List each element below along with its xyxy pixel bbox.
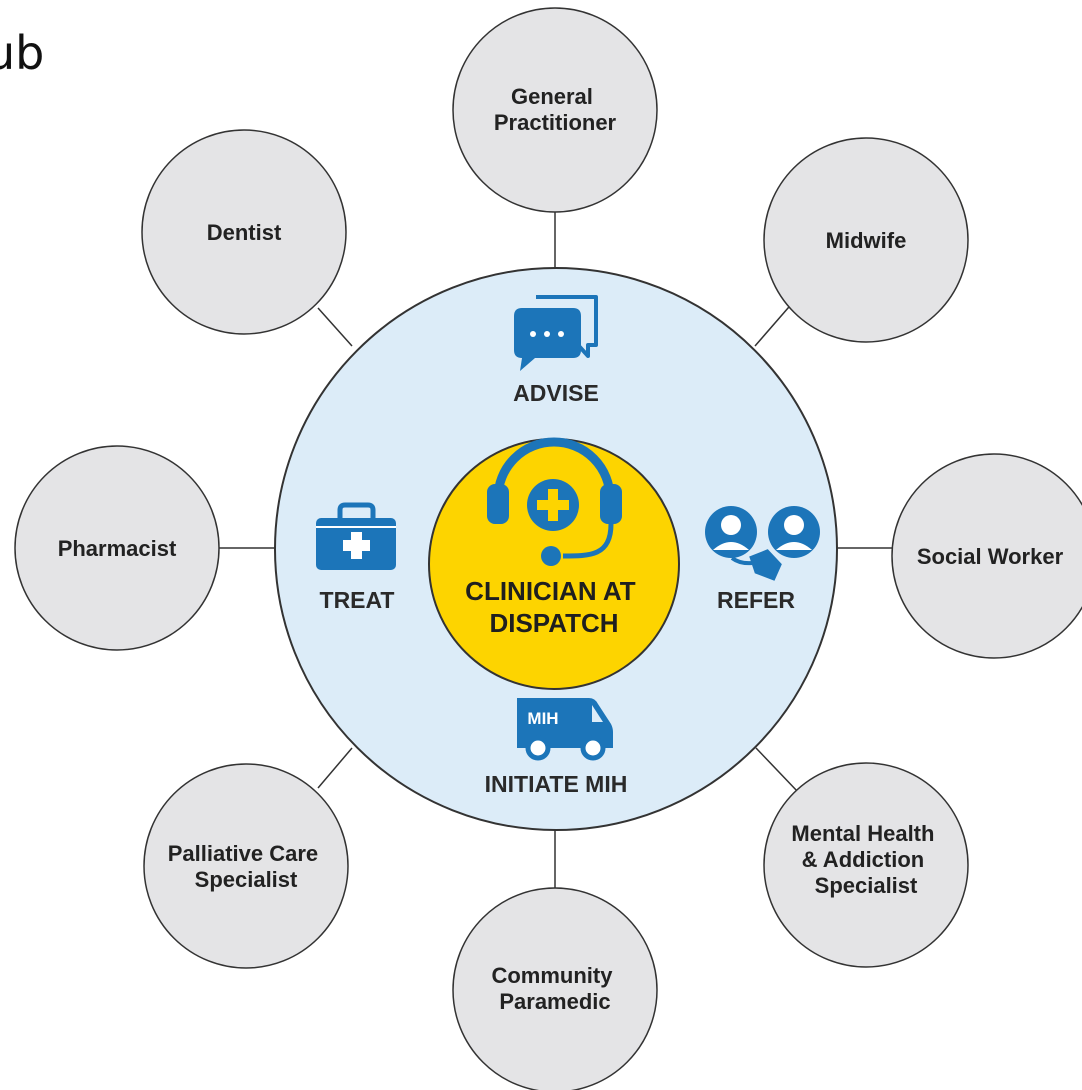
svg-text:Dentist: Dentist xyxy=(207,220,282,245)
node-social-worker: Social Worker xyxy=(891,453,1082,659)
van-label: MIH xyxy=(527,709,558,728)
referral-people-icon xyxy=(705,506,820,584)
initiate-mih-label: INITIATE MIH xyxy=(485,771,628,797)
center-label: CLINICIAN AT DISPATCH xyxy=(465,576,643,638)
svg-text:Mental Health & Addictio: Mental Health & Addiction Specialist xyxy=(791,821,940,898)
connector-dentist xyxy=(317,307,353,347)
cropped-heading-text: ub xyxy=(0,26,45,80)
svg-text:Palliative Care Speciali: Palliative Care Specialist xyxy=(168,841,325,892)
svg-text:General Practitioner: General Practitioner xyxy=(494,84,617,135)
connector-palliative-care xyxy=(317,747,353,789)
node-pharmacist: Pharmacist xyxy=(14,445,220,651)
svg-text:Community Paramedic: Community Paramedic xyxy=(491,963,618,1014)
node-palliative-care-specialist: Palliative Care Specialist xyxy=(143,763,349,969)
node-midwife: Midwife xyxy=(763,137,969,343)
node-community-paramedic: Community Paramedic xyxy=(452,887,658,1090)
node-mental-health-addiction-specialist: Mental Health & Addiction Specialist xyxy=(763,762,969,968)
connector-mental-health xyxy=(755,747,799,793)
svg-text:Pharmacist: Pharmacist xyxy=(58,536,177,561)
ambulance-van-icon: MIH xyxy=(517,698,613,761)
svg-text:Midwife: Midwife xyxy=(826,228,907,253)
node-general-practitioner: General Practitioner xyxy=(452,7,658,213)
first-aid-kit-icon xyxy=(316,502,396,570)
refer-label: REFER xyxy=(717,587,795,613)
node-dentist: Dentist xyxy=(141,129,347,335)
chat-bubbles-icon xyxy=(514,295,598,371)
svg-text:Social Worker: Social Worker xyxy=(917,544,1064,569)
connector-midwife xyxy=(754,299,796,347)
treat-label: TREAT xyxy=(320,587,395,613)
headset-medical-icon xyxy=(487,437,622,566)
advise-label: ADVISE xyxy=(513,380,599,406)
